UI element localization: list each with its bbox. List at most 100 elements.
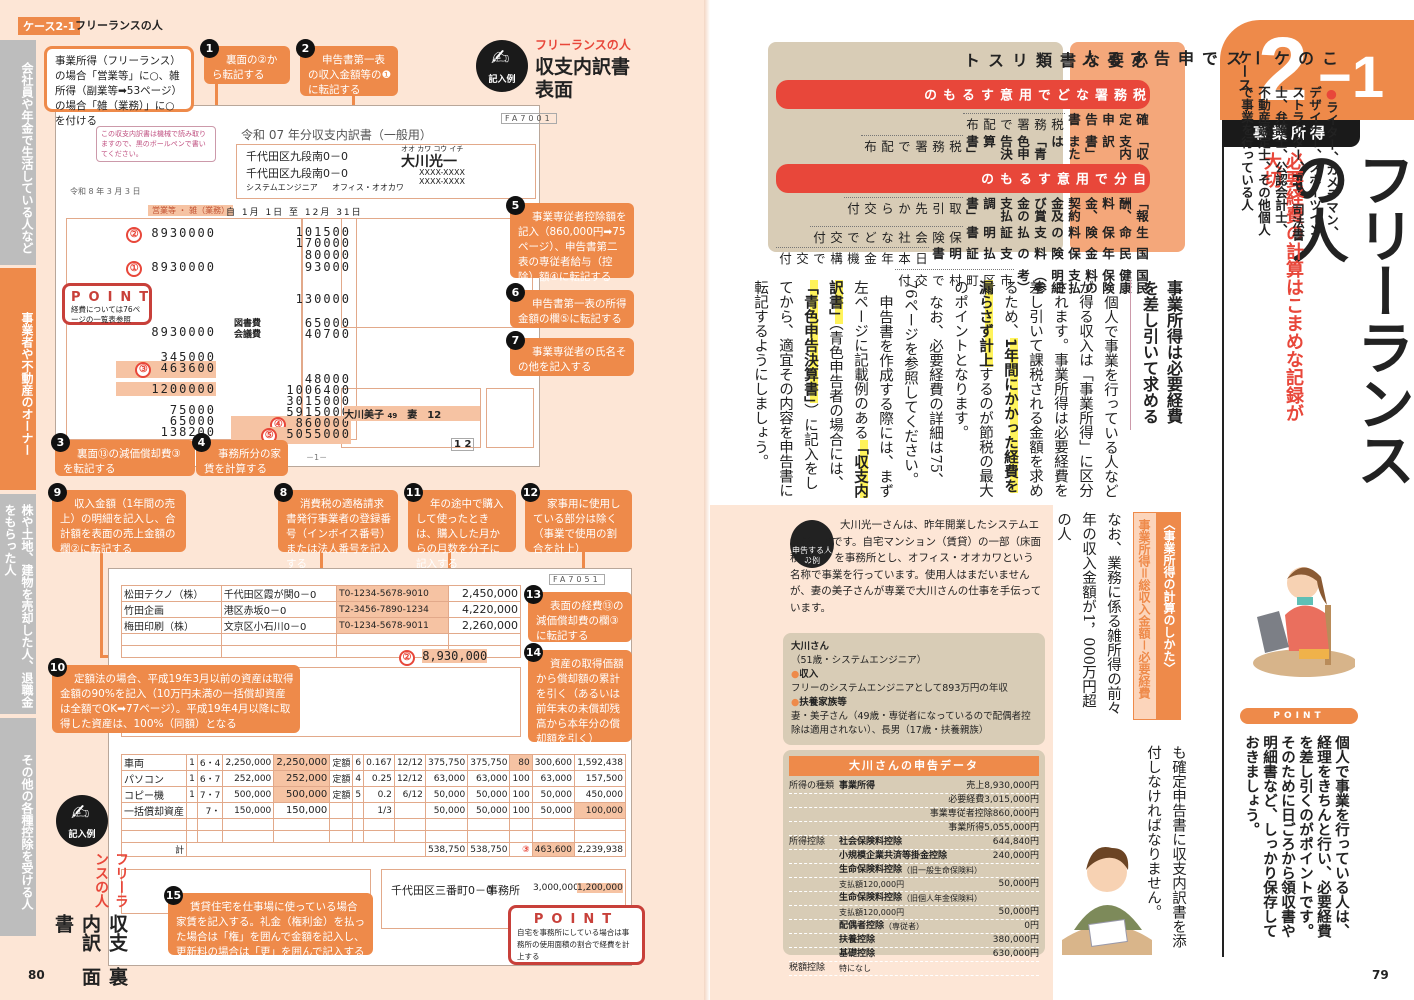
salary-table	[341, 218, 533, 328]
person-example-badge-icon: 申告する人の例	[790, 520, 834, 568]
doc-list-item: 国民健康保険料の支払明細（参考）市区町村で交付	[776, 268, 1150, 294]
tax-data-row: 事業所得5,055,000円	[789, 822, 1039, 836]
sales-customer: 松田テクノ（株）	[121, 585, 222, 602]
rent-address: 千代田区三番町0－0	[391, 884, 493, 897]
expense-row: 48000	[304, 372, 351, 386]
header-grid	[236, 144, 536, 199]
empty-cell	[363, 818, 395, 831]
tax-data-category	[789, 920, 839, 933]
rent-table	[381, 869, 626, 929]
empty-cell	[393, 830, 426, 843]
empty-cell	[393, 818, 426, 831]
doc-source: 日本年金機構で交付	[776, 247, 929, 265]
empty-cell	[220, 645, 338, 658]
tax-data-sub: （旧個人年金保険料）	[902, 894, 983, 903]
doc-list-item: 国民年金保険料の支払証明書日本年金機構で交付	[776, 247, 1150, 265]
expense-row: 40700	[304, 327, 351, 341]
target-person-box: このケースで申告する人 ●ライター、カメラマン、デザイナー、スポーツインストラク…	[1070, 42, 1339, 252]
side-tab-business-owners[interactable]: 事業者や不動産のオーナー	[0, 268, 36, 490]
side-tab-property-sale[interactable]: 株や土地、建物を売却した人、退職金をもらった人	[0, 494, 36, 714]
depreciation-cell: 2,250,000	[273, 754, 331, 771]
tax-data-value: 事業専従者控除860,000円	[929, 809, 1039, 819]
doc-group-self: 自分で用意するもの	[776, 163, 1150, 193]
depreciation-cell: 4	[352, 770, 365, 787]
empty-cell	[196, 818, 224, 831]
empty-cell	[352, 818, 365, 831]
depreciation-cell: 50,000	[424, 786, 469, 803]
depreciation-cell	[393, 802, 426, 819]
furigana-value: オオ カワ コウ イチ	[401, 145, 464, 153]
doc-name: 国民年金保険料の支払証明書	[930, 247, 1149, 260]
machine-note: この収支内訳書は機械で読み取りますので、黒のボールペンで書いてください。	[96, 126, 216, 162]
formula-title: 〈事業所得の計算のしかた〉	[1157, 512, 1181, 720]
empty-cell	[186, 830, 198, 843]
tax-data-value: 50,000円	[998, 879, 1040, 889]
form-code: FA7001	[501, 113, 557, 124]
page-gutter	[704, 0, 710, 1000]
body-paragraph: なお、必要経費の詳細は75、76ページを参照してください。	[902, 280, 943, 487]
tax-data-row: 生命保険料控除（旧一般生命保険料）	[789, 864, 1039, 878]
tax-data-row: 必要経費3,015,000円	[789, 794, 1039, 808]
doc-source: 税務署で配布	[861, 134, 963, 160]
side-tab-other-deductions[interactable]: その他の各種控除を受ける人	[0, 718, 36, 936]
doc-source: 保険会社などで交付	[810, 225, 963, 243]
income-row: 345000	[160, 350, 216, 364]
woman-at-laptop-illustration	[1253, 567, 1355, 677]
depreciation-cell: 5	[352, 786, 365, 803]
depreciation-cell: 1	[186, 754, 198, 771]
tax-data-value: 380,000円	[992, 935, 1039, 945]
doc-name: 確定申告書	[1066, 113, 1149, 126]
empty-cell	[186, 842, 426, 857]
income-table	[66, 218, 302, 440]
depreciation-cell: 157,500	[574, 770, 626, 787]
tax-data-item: 生命保険料控除	[839, 865, 903, 875]
empty-cell	[222, 818, 275, 831]
tax-data-value: 事業所得5,055,000円	[948, 823, 1039, 833]
expense-row: 80000	[304, 248, 351, 262]
tax-data-item: 事業所得	[839, 781, 876, 791]
depreciation-cell: 500,000	[222, 786, 275, 803]
phone-value-2: XXXX-XXXX	[419, 177, 465, 186]
empty-cell	[574, 818, 626, 831]
employee-row: 大川美子 49 妻 12	[344, 406, 480, 421]
income-row: 8930000	[151, 325, 216, 339]
doc-list-item: 「報酬、料金、契約金及び賞金の支払調書」取引先から交付	[776, 196, 1150, 222]
sales-address: 文京区小石川0－0	[220, 617, 338, 634]
depreciation-cell: 63,000	[531, 770, 576, 787]
profile-family: 妻・美子さん（49歳・専従者になっているので配偶者控除は適用されない）、長男（1…	[791, 711, 1031, 736]
depreciation-cell: 252,000	[222, 770, 275, 787]
depreciation-cell: パソコン	[120, 770, 188, 787]
empty-cell	[467, 818, 511, 831]
side-tab-employees[interactable]: 会社員や年金で生活している人など	[0, 40, 36, 265]
sales-address: 千代田区霞が関0－0	[220, 585, 338, 602]
sales-address: 港区赤坂0－0	[220, 601, 338, 618]
tax-data-value: 644,840円	[992, 837, 1039, 847]
empty-cell	[273, 818, 331, 831]
profile-income: フリーのシステムエンジニアとして893万円の年収	[791, 683, 1008, 694]
case-label: ケース	[1236, 50, 1252, 92]
income-row: ③ 463600	[116, 361, 216, 378]
depreciation-cell: 一括償却資産	[120, 802, 188, 819]
submit-date: 令和 8 年 3 月 3 日	[70, 187, 141, 196]
phone-value: XXXX-XXXX	[419, 168, 465, 177]
empty-cell	[186, 818, 198, 831]
doc-name: 「報酬、料金、契約金及び賞金の支払調書」	[964, 196, 1149, 222]
tax-office-table	[486, 388, 534, 448]
depreciation-cell: 車両	[120, 754, 188, 771]
empty-cell	[220, 633, 338, 646]
depreciation-cell: 63,000	[467, 770, 511, 787]
tax-data-category	[789, 794, 839, 807]
depreciation-total-remaining: 2,239,938	[574, 842, 626, 857]
income-row: 75000	[169, 403, 216, 417]
tax-data-category	[789, 934, 839, 947]
target-text: ●ライター、カメラマン、デザイナー、スポーツインストラクター、FP、司法書士、弁…	[1239, 85, 1339, 241]
office-address-value: 千代田区九段南0－0	[246, 167, 348, 180]
empty-cell	[509, 818, 533, 831]
